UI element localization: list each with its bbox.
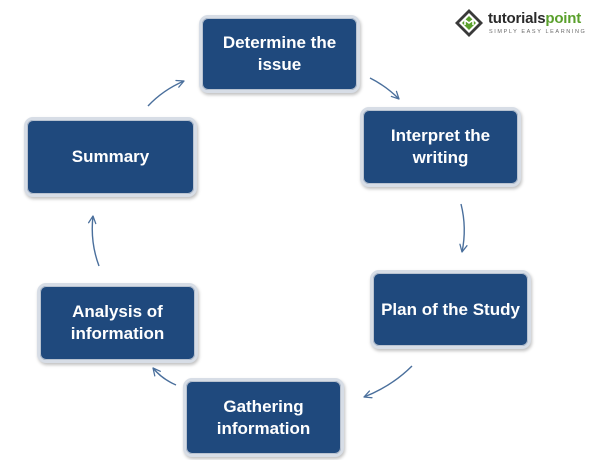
arrow-determine-to-interpret: [369, 77, 400, 100]
node-summary: Summary: [24, 117, 197, 197]
arrow-analysis-to-summary: [87, 215, 100, 267]
node-analysis-of-information: Analysis of information: [37, 283, 198, 363]
node-gathering-information: Gathering information: [183, 378, 344, 457]
logo-name-prefix: tutorials: [488, 10, 546, 27]
node-label: Gathering information: [216, 396, 311, 438]
node-label: Analysis of information: [70, 302, 165, 343]
node-label: Plan of the Study: [381, 299, 520, 319]
node-label: Determine the issue: [222, 33, 337, 74]
arrow-interpret-to-plan: [459, 203, 468, 253]
node-label: Summary: [71, 147, 150, 166]
logo-wordmark: tutorialspoint: [488, 10, 581, 27]
node-plan-of-the-study: Plan of the Study: [370, 270, 531, 349]
arrow-plan-to-gathering: [363, 365, 413, 399]
arrow-gathering-to-analysis: [152, 367, 177, 386]
node-determine-the-issue: Determine the issue: [199, 15, 360, 93]
node-label: Interpret the writing: [390, 126, 491, 167]
node-interpret-the-writing: Interpret the writing: [360, 107, 521, 187]
arrow-summary-to-determine: [147, 79, 185, 107]
logo-mark-icon: [455, 9, 483, 37]
logo-name-accent: point: [545, 10, 582, 27]
tutorialspoint-logo: tutorialspoint SIMPLY EASY LEARNING: [448, 6, 594, 46]
logo-tagline: SIMPLY EASY LEARNING: [489, 29, 587, 35]
